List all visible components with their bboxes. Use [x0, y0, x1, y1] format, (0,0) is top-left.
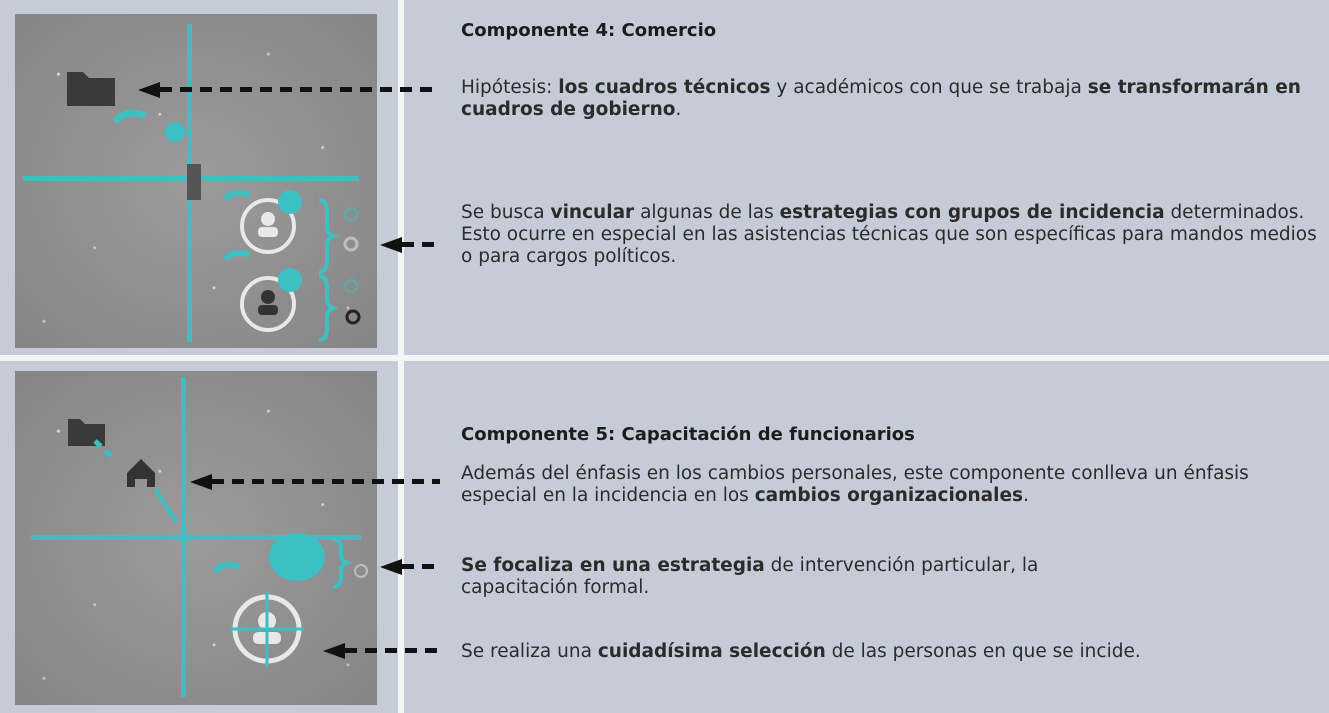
home-icon — [127, 459, 155, 487]
section-4-hypothesis: Hipótesis: los cuadros técnicos y académ… — [461, 77, 1301, 120]
row-divider — [0, 355, 1329, 361]
section-5-heading: Componente 5: Capacitación de funcionari… — [461, 424, 915, 445]
section-4-heading: Componente 4: Comercio — [461, 20, 717, 41]
folder-icon — [67, 72, 115, 106]
person-icon — [240, 190, 302, 254]
ring-icon — [345, 309, 361, 325]
section-5-strategy: Se focaliza en una estrategia de interve… — [461, 555, 1039, 598]
column-divider — [398, 0, 404, 713]
folder-icon — [68, 419, 105, 446]
section-4-illustration — [15, 14, 377, 348]
section-4-linking: Se busca vincular algunas de las estrate… — [461, 202, 1317, 267]
section-5-illustration — [15, 371, 377, 705]
person-icon — [240, 268, 302, 332]
section-5-selection: Se realiza una cuidadísima selección de … — [461, 641, 1141, 662]
section-5-emphasis: Además del énfasis en los cambios person… — [461, 463, 1249, 506]
